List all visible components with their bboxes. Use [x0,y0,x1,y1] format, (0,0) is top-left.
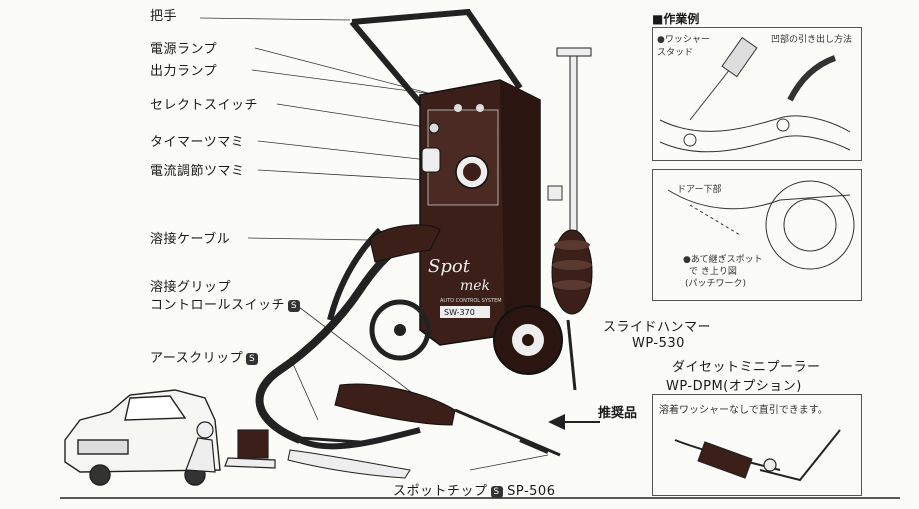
patch-note-3: (パッチワーク) [685,279,747,289]
label-handle: 把手 [150,9,178,24]
brand-line-2: mek [460,278,490,294]
work-example-heading: ■作業例 [652,12,700,26]
brand-tagline: AUTO CONTROL SYSTEM [440,298,502,304]
work-example-panel-1: ●ワッシャー スタッド 凹部の引き出し方法 [652,27,862,161]
dent-method-note: 凹部の引き出し方法 [771,35,853,45]
label-welding-cable: 溶接ケーブル [150,232,231,247]
label-slide-hammer-model: WP-530 [632,336,685,351]
badge-icon: S [246,353,259,365]
label-output-lamp: 出力ランプ [150,64,218,79]
model-plate: SW-370 [444,308,475,317]
badge-icon: S [288,300,301,312]
option-panel: 溶着ワッシャーなしで直引できます。 [652,394,862,496]
option-description: 溶着ワッシャーなしで直引できます。 [659,405,828,416]
label-power-lamp: 電源ランプ [150,42,218,57]
brand-line-1: Spot [428,256,471,277]
patch-note-2: で き上り図 [689,267,737,277]
label-timer-knob: タイマーツマミ [150,135,245,150]
recommended-tag: 推奨品 [598,406,638,421]
option-model: WP-DPM(オプション) [666,379,802,394]
label-current-knob: 電流調節ツマミ [150,164,245,179]
work-example-panel-2: ドアー下部 ●あて継ぎスポット で き上り図 (パッチワーク) [652,169,862,301]
option-title: ダイセットミニプーラー [672,360,821,375]
washer-stud-note: ●ワッシャー スタッド [657,35,710,58]
label-grip-line1: 溶接グリップ [150,280,232,295]
patch-note-1: ●あて継ぎスポット [683,255,763,265]
badge-icon: S [490,486,503,498]
label-select-switch: セレクトスイッチ [150,98,259,113]
door-bottom-note: ドアー下部 [677,185,722,195]
label-slide-hammer: スライドハンマー [603,320,712,335]
